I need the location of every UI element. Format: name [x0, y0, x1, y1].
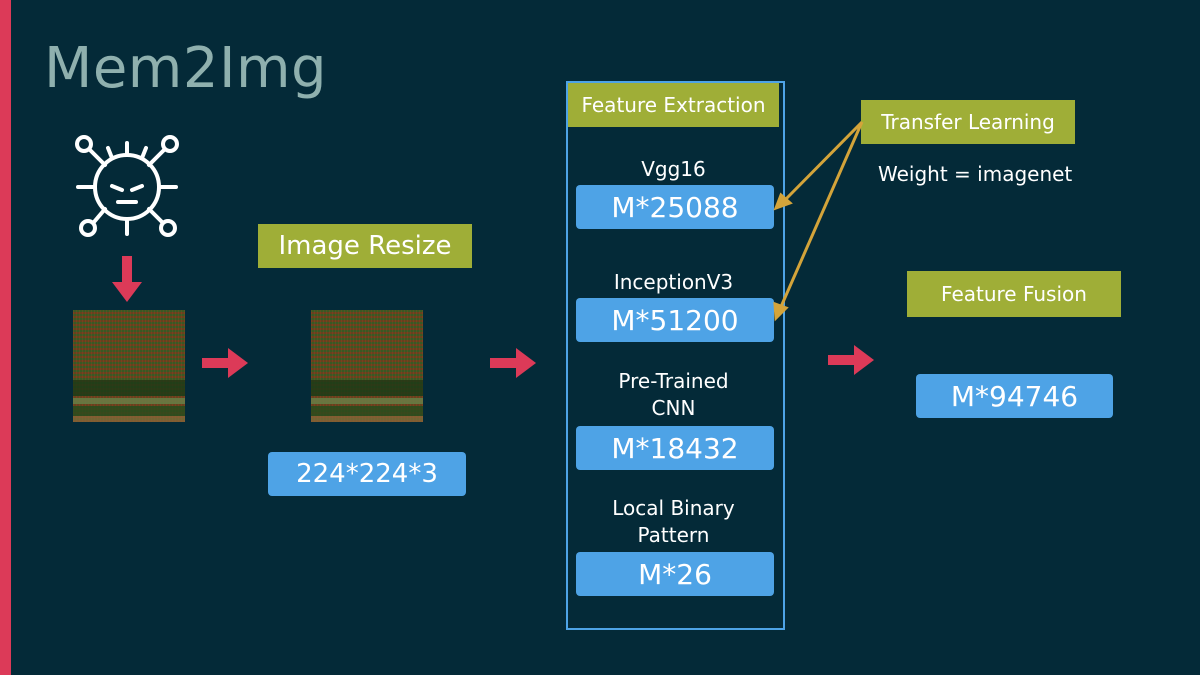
image-resize-label: Image Resize: [258, 224, 472, 268]
virus-icon: [75, 135, 179, 237]
model-name-inceptionv3: InceptionV3: [613, 270, 734, 294]
feature-fusion-label: Feature Fusion: [907, 271, 1121, 317]
page-title: Mem2Img: [44, 36, 328, 101]
feature-extraction-panel: [566, 81, 785, 630]
model-name-line: CNN: [651, 396, 696, 420]
model-name-lbp: Local Binary Pattern: [568, 495, 779, 549]
feature-fusion-dims-box: M*94746: [916, 374, 1113, 418]
down-arrow-icon: [112, 256, 142, 302]
accent-bar: [0, 0, 11, 675]
right-arrow-icon: [202, 348, 248, 378]
model-name-line: Pre-Trained: [618, 369, 729, 393]
transfer-learning-label: Transfer Learning: [861, 100, 1075, 144]
model-name-line: Local Binary: [612, 496, 735, 520]
memory-image-original: [73, 310, 185, 422]
pretrained-cnn-dims-box: M*18432: [576, 426, 774, 470]
lbp-dims-box: M*26: [576, 552, 774, 596]
inceptionv3-dims-box: M*51200: [576, 298, 774, 342]
model-name-vgg16: Vgg16: [641, 157, 706, 181]
model-name-line: Pattern: [637, 523, 710, 547]
feature-extraction-label: Feature Extraction: [568, 83, 779, 127]
weight-caption: Weight = imagenet: [878, 162, 1073, 186]
right-arrow-icon: [490, 348, 536, 378]
vgg16-dims-box: M*25088: [576, 185, 774, 229]
model-name-pretrained-cnn: Pre-Trained CNN: [568, 368, 779, 422]
right-arrow-icon: [828, 345, 874, 375]
memory-image-resized: [311, 310, 423, 422]
image-size-box: 224*224*3: [268, 452, 466, 496]
